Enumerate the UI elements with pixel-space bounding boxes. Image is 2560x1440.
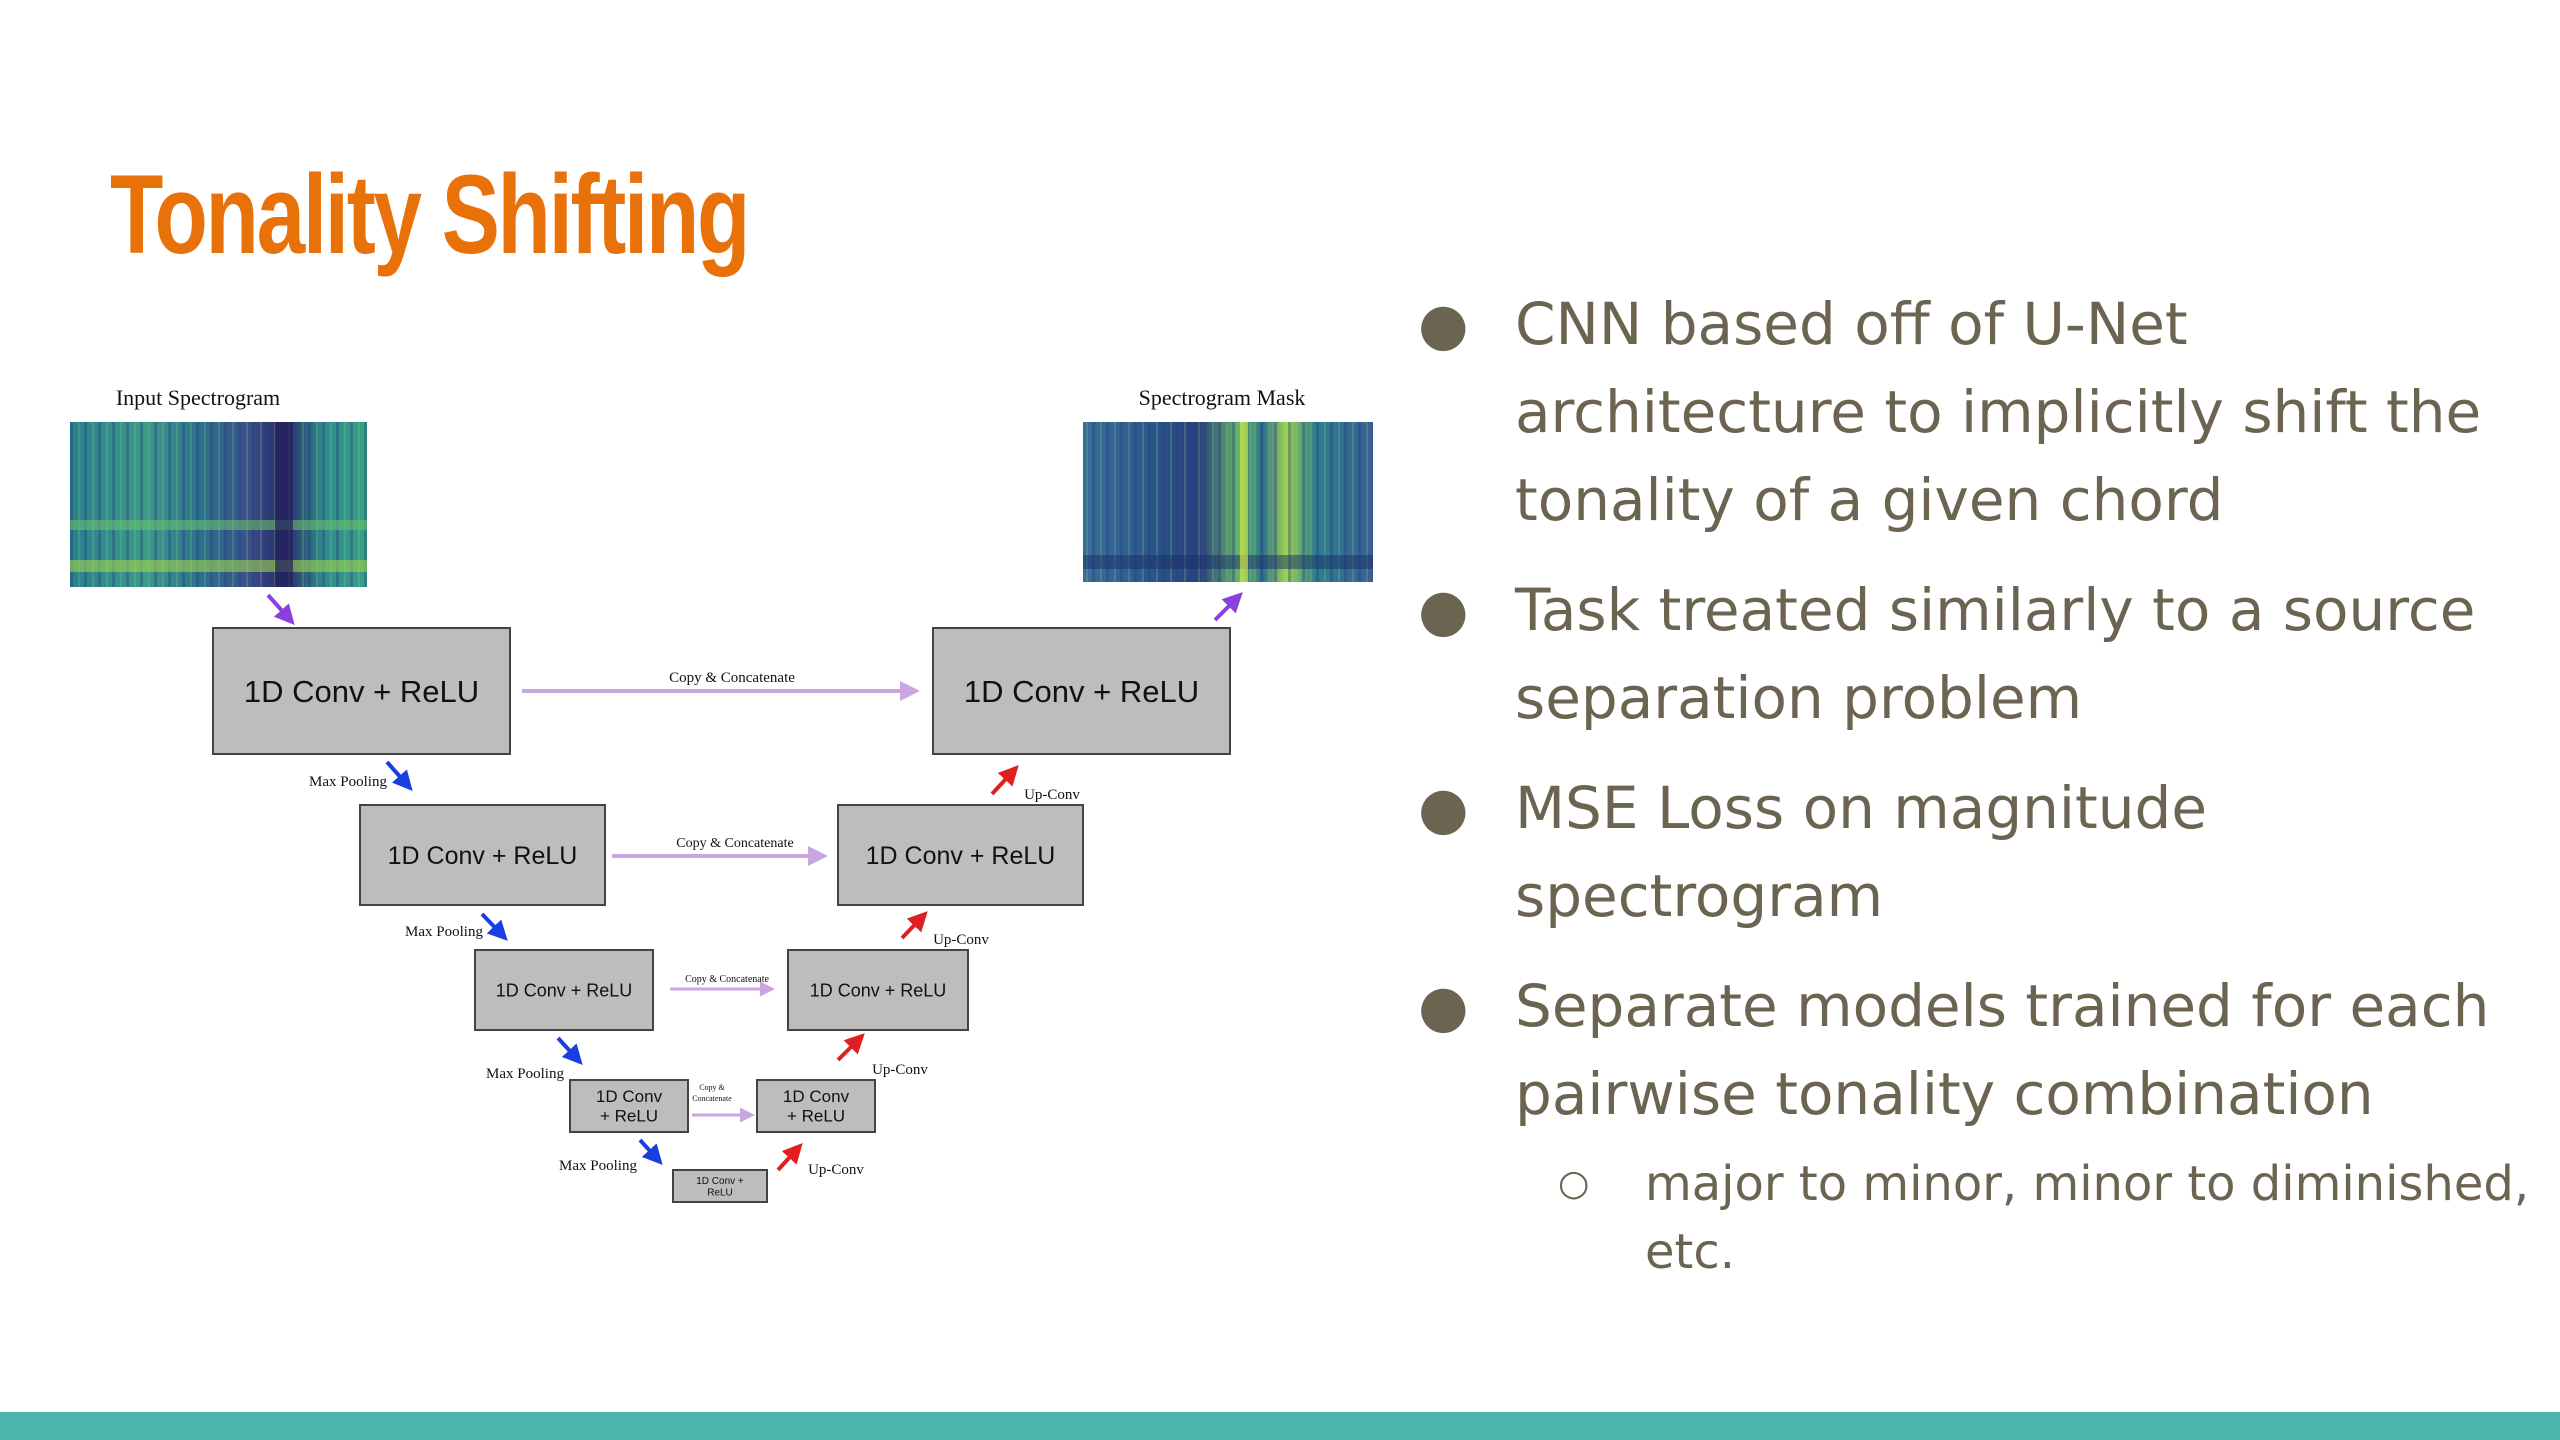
bullet-dot-icon: ● — [1418, 290, 1469, 358]
bullet-text: MSE Loss on magnitude spectrogram — [1515, 774, 2208, 930]
conv-relu-label: 1D Conv + ReLU — [388, 842, 578, 870]
up-conv-label: Up-Conv — [808, 1162, 864, 1178]
conv-relu-label: 1D Conv + ReLU — [244, 674, 479, 709]
copy-concat-label: Copy & — [699, 1083, 725, 1092]
bullet-text: Separate models trained for each pairwis… — [1515, 972, 2490, 1128]
conv-relu-label: 1D Conv — [596, 1087, 663, 1106]
max-pooling-label: Max Pooling — [486, 1066, 564, 1082]
up-conv-arrow — [836, 1033, 865, 1062]
bullet-item: ● Task treated similarly to a source sepa… — [1410, 566, 2540, 742]
max-pooling-label: Max Pooling — [309, 774, 387, 790]
up-conv-arrow — [900, 911, 928, 940]
copy-concat-label: Concatenate — [692, 1094, 732, 1103]
bullet-dot-icon: ● — [1418, 576, 1469, 644]
up-conv-label: Up-Conv — [872, 1062, 928, 1078]
conv-relu-label: 1D Conv + — [696, 1176, 744, 1187]
conv-relu-label: + ReLU — [600, 1107, 658, 1126]
arrows-group — [266, 592, 1243, 1172]
bullet-text: Task treated similarly to a source separ… — [1515, 576, 2476, 732]
conv-relu-label: 1D Conv — [783, 1087, 850, 1106]
conv-relu-block: 1D Conv +ReLU — [672, 1169, 768, 1203]
slide-title: Tonality Shifting — [110, 152, 750, 277]
conv-relu-label: ReLU — [707, 1187, 733, 1198]
max-pooling-label: Max Pooling — [405, 924, 483, 940]
copy-concat-label: Copy & Concatenate — [685, 974, 769, 985]
bullet-item: ● Separate models trained for each pairwi… — [1410, 962, 2540, 1138]
output-arrow — [1213, 592, 1243, 622]
sub-bullet-ring-icon: ○ — [1558, 1163, 1590, 1204]
conv-relu-block: 1D Conv + ReLU — [837, 804, 1084, 906]
conv-relu-block: 1D Conv + ReLU — [212, 627, 511, 755]
output-mask-label: Spectrogram Mask — [1139, 385, 1306, 410]
conv-relu-label: 1D Conv + ReLU — [964, 674, 1199, 709]
conv-relu-label: 1D Conv + ReLU — [496, 980, 633, 1000]
up-conv-arrow — [776, 1143, 803, 1172]
bullet-dot-icon: ● — [1418, 972, 1469, 1040]
conv-relu-label: 1D Conv + ReLU — [810, 980, 947, 1000]
input-spectrogram-label: Input Spectrogram — [116, 385, 280, 410]
conv-relu-label: 1D Conv + ReLU — [866, 842, 1056, 870]
footer-bar — [0, 1412, 2560, 1440]
up-conv-label: Up-Conv — [1024, 787, 1080, 803]
max-pooling-arrow — [480, 912, 508, 941]
output-mask-image — [1083, 422, 1373, 582]
conv-relu-block: 1D Conv + ReLU — [359, 804, 606, 906]
copy-concat-label: Copy & Concatenate — [669, 670, 795, 686]
up-conv-label: Up-Conv — [933, 932, 989, 948]
conv-relu-block: 1D Conv + ReLU — [787, 949, 969, 1031]
input-arrow — [266, 593, 295, 625]
bullet-text: CNN based off of U-Net architecture to i… — [1515, 290, 2482, 534]
sub-bullet-item: ○ major to minor, minor to diminished, et… — [1410, 1150, 2540, 1286]
conv-relu-block: 1D Conv+ ReLU — [569, 1079, 689, 1133]
max-pooling-arrow — [638, 1138, 663, 1165]
bullet-list: ● CNN based off of U-Net architecture to … — [1410, 280, 2540, 1286]
conv-relu-block: 1D Conv + ReLU — [474, 949, 654, 1031]
max-pooling-arrow — [556, 1036, 583, 1065]
max-pooling-arrow — [385, 760, 413, 791]
input-spectrogram-image — [70, 422, 367, 587]
bullet-dot-icon: ● — [1418, 774, 1469, 842]
up-conv-arrow — [990, 765, 1019, 796]
conv-relu-block: 1D Conv + ReLU — [932, 627, 1231, 755]
conv-relu-block: 1D Conv+ ReLU — [756, 1079, 876, 1133]
copy-concat-label: Copy & Concatenate — [676, 836, 793, 851]
sub-bullet-text: major to minor, minor to diminished, etc… — [1645, 1156, 2530, 1280]
conv-relu-label: + ReLU — [787, 1107, 845, 1126]
unet-diagram: Input Spectrogram Spectrogram Mask 1D Co… — [70, 385, 1373, 1203]
bullet-item: ● MSE Loss on magnitude spectrogram — [1410, 764, 2540, 940]
bullet-item: ● CNN based off of U-Net architecture to … — [1410, 280, 2540, 544]
max-pooling-label: Max Pooling — [559, 1158, 637, 1174]
